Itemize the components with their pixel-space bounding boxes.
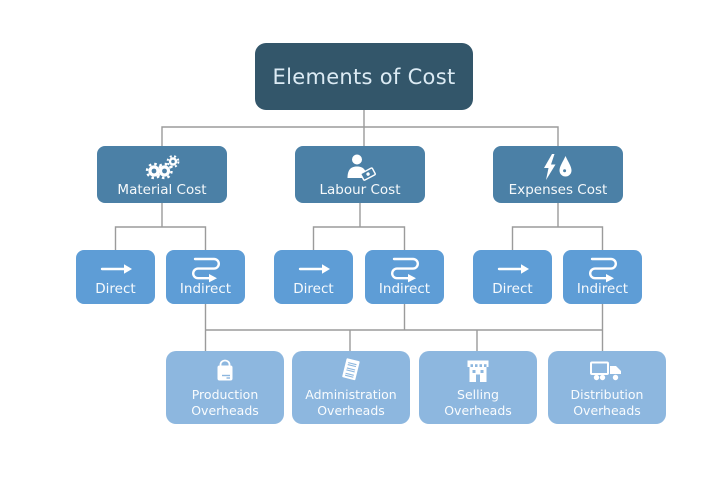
worker-wage-icon (341, 154, 379, 181)
straight-arrow-icon (98, 257, 134, 281)
leaf-label: Indirect (378, 281, 431, 297)
node-production-overheads: Production Overheads (166, 351, 284, 424)
node-expenses-indirect: Indirect (563, 250, 642, 304)
supply-bag-icon (211, 357, 239, 385)
delivery-truck-icon (589, 357, 625, 385)
node-material-direct: Direct (76, 250, 155, 304)
leaf-label: Direct (293, 281, 334, 297)
overhead-label: Production Overheads (191, 386, 259, 418)
storefront-icon (463, 357, 493, 385)
bolt-waterdrop-icon (539, 154, 577, 180)
leaf-label: Indirect (179, 281, 232, 297)
document-icon (338, 357, 364, 385)
leaf-label: Direct (95, 281, 136, 297)
category-label: Material Cost (117, 182, 207, 198)
winding-arrow-icon (386, 257, 424, 283)
winding-arrow-icon (584, 257, 622, 283)
leaf-label: Indirect (576, 281, 629, 297)
node-material-cost: Material Cost (97, 146, 227, 203)
node-expenses-cost: Expenses Cost (493, 146, 623, 203)
straight-arrow-icon (495, 257, 531, 281)
node-material-indirect: Indirect (166, 250, 245, 304)
winding-arrow-icon (187, 257, 225, 283)
node-labour-indirect: Indirect (365, 250, 444, 304)
straight-arrow-icon (296, 257, 332, 281)
node-labour-cost: Labour Cost (295, 146, 425, 203)
gears-icon (143, 154, 181, 180)
node-distribution-overheads: Distribution Overheads (548, 351, 666, 424)
node-expenses-direct: Direct (473, 250, 552, 304)
node-administration-overheads: Administration Overheads (292, 351, 410, 424)
overhead-label: Distribution Overheads (570, 386, 644, 418)
overhead-label: Administration Overheads (305, 386, 397, 418)
category-label: Labour Cost (319, 182, 401, 198)
root-label: Elements of Cost (272, 64, 456, 89)
category-label: Expenses Cost (508, 182, 608, 198)
leaf-label: Direct (492, 281, 533, 297)
root-node-elements-of-cost: Elements of Cost (255, 43, 473, 110)
node-labour-direct: Direct (274, 250, 353, 304)
overhead-label: Selling Overheads (444, 386, 512, 418)
node-selling-overheads: Selling Overheads (419, 351, 537, 424)
